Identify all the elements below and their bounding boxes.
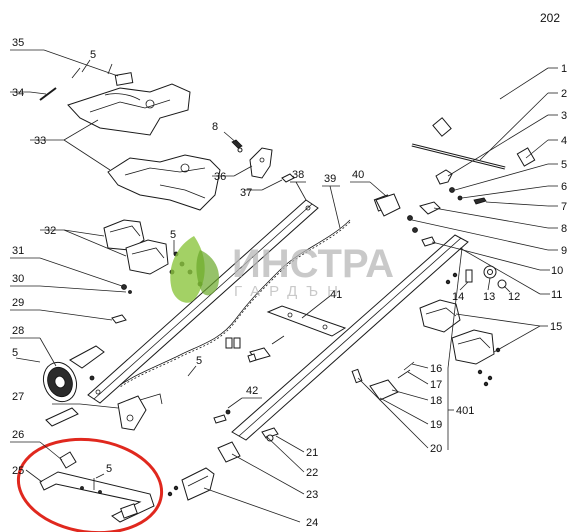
callout-8-upper: 8 (212, 121, 218, 133)
small-parts-right (373, 169, 507, 289)
motor-block-32 (103, 219, 203, 287)
part-40 (375, 193, 401, 217)
main-tube-401 (231, 234, 469, 441)
cable-39 (119, 219, 351, 386)
callout-25: 25 (12, 465, 24, 477)
callout-19: 19 (430, 419, 442, 431)
callout-7: 7 (561, 201, 567, 213)
callout-13: 13 (483, 291, 495, 303)
callout-2: 2 (561, 88, 567, 100)
callout-labels: 1 2 3 4 5 6 7 8 9 10 11 12 13 14 15 16 1… (12, 37, 567, 529)
callout-5-center: 5 (196, 355, 202, 367)
callout-30: 30 (12, 273, 24, 285)
callout-8: 8 (561, 223, 567, 235)
handlebar-1 (432, 91, 536, 167)
callout-11: 11 (551, 289, 562, 301)
callout-39: 39 (324, 173, 336, 185)
callout-26: 26 (12, 429, 24, 441)
callout-4: 4 (561, 135, 567, 147)
callout-6: 6 (561, 181, 567, 193)
callout-18: 18 (430, 395, 442, 407)
frame-25 (39, 451, 155, 523)
callout-27: 27 (12, 391, 24, 403)
head-housing-33-upper (67, 83, 191, 136)
callout-32: 32 (44, 225, 56, 237)
parts-16-20 (351, 361, 415, 401)
callout-12: 12 (508, 291, 520, 303)
callout-34: 34 (12, 87, 24, 99)
head-housing-33-lower (107, 154, 221, 211)
assembly-15 (419, 299, 501, 387)
callout-40: 40 (352, 169, 364, 181)
callout-23: 23 (306, 489, 318, 501)
callout-41: 41 (330, 289, 342, 301)
part-35 (114, 72, 134, 86)
watermark-line1: ИНСТРА (232, 242, 394, 286)
callout-38: 38 (292, 169, 304, 181)
main-tube-38 (87, 199, 319, 404)
callout-5: 5 (561, 159, 567, 171)
callout-20: 20 (430, 443, 442, 455)
leaf-icon (170, 236, 205, 303)
callout-10: 10 (551, 265, 563, 277)
callout-1: 1 (561, 63, 567, 75)
watermark: ИНСТРА ГАРДЪН (170, 236, 394, 303)
bracket-27 (117, 393, 163, 431)
callout-36: 36 (214, 171, 226, 183)
clip-36 (249, 147, 273, 179)
callout-3: 3 (561, 110, 567, 122)
callout-14: 14 (452, 291, 464, 303)
callout-17: 17 (430, 379, 442, 391)
callout-22: 22 (306, 467, 318, 479)
callout-35: 35 (12, 37, 24, 49)
callout-33: 33 (34, 135, 46, 147)
callout-31: 31 (12, 245, 24, 257)
callout-5-top: 5 (90, 49, 96, 61)
page-number: 202 (540, 11, 560, 25)
callout-9: 9 (561, 245, 567, 257)
callout-21: 21 (306, 447, 318, 459)
callout-29: 29 (12, 297, 24, 309)
callout-24: 24 (306, 517, 318, 529)
callout-28: 28 (12, 325, 24, 337)
wheel-assembly-28 (42, 345, 105, 403)
fasteners-center (213, 335, 285, 442)
leader-lines (10, 49, 558, 523)
watermark-line2: ГАРДЪН (234, 283, 347, 300)
callout-5-wheel: 5 (12, 347, 18, 359)
callout-5-bottom: 5 (106, 463, 112, 475)
bracket-23 (167, 441, 241, 501)
callout-5-motor: 5 (170, 229, 176, 241)
callout-401: 401 (456, 405, 474, 417)
plate-41 (266, 305, 347, 337)
callout-37: 37 (240, 187, 252, 199)
callout-16: 16 (430, 363, 442, 375)
callout-42: 42 (246, 385, 258, 397)
callout-15: 15 (550, 321, 562, 333)
